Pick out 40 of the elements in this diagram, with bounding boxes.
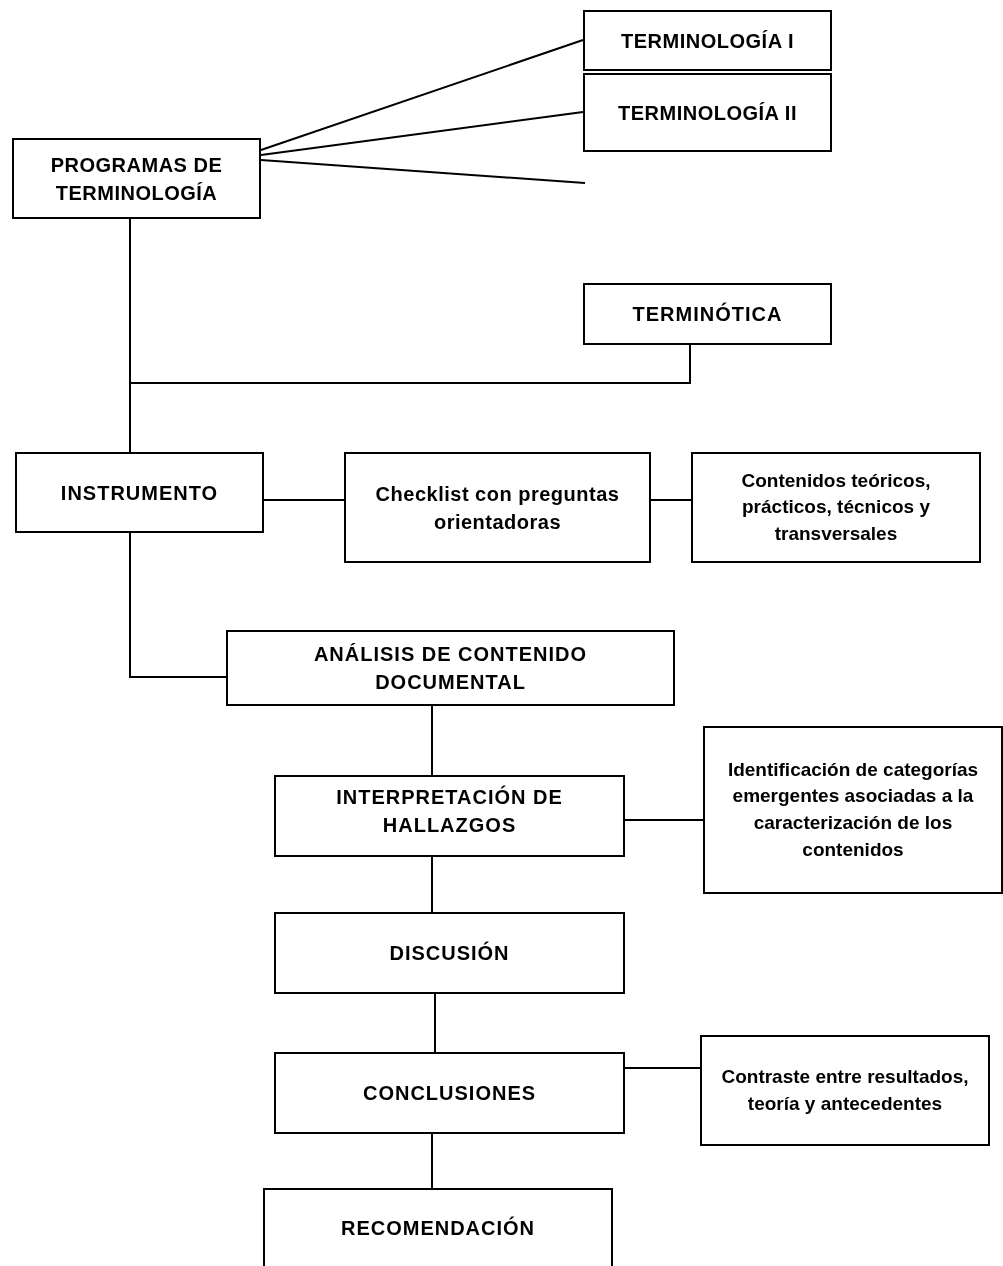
process-box	[274, 912, 625, 994]
connector-line	[650, 499, 692, 501]
process-box	[274, 1052, 625, 1134]
process-box	[700, 1035, 990, 1146]
box-label: INTERPRETACIÓN DE HALLAZGOS	[335, 784, 564, 838]
process-box	[226, 630, 675, 706]
process-box	[583, 73, 832, 152]
box-label: TERMINÓTICA	[632, 301, 783, 327]
box-label: ANÁLISIS DE CONTENIDO DOCUMENTAL	[312, 642, 589, 695]
box-label: Contraste entre resultados, teoría y antecedentes	[720, 1064, 970, 1116]
connector-line	[260, 159, 586, 184]
connector-line	[431, 705, 433, 776]
box-label: PROGRAMAS DE TERMINOLOGÍA	[49, 152, 224, 206]
connector-line	[260, 39, 584, 151]
connector-line	[260, 111, 584, 156]
process-box	[583, 10, 832, 71]
connector-line	[129, 532, 227, 678]
connector-line	[431, 1133, 433, 1189]
box-label: TERMINOLOGÍA I	[621, 28, 794, 54]
process-box	[15, 452, 264, 533]
connector-line	[434, 993, 436, 1053]
box-label: DISCUSIÓN	[389, 940, 510, 966]
process-box	[263, 1188, 613, 1266]
process-box	[274, 775, 625, 857]
box-label: CONCLUSIONES	[362, 1081, 537, 1106]
process-box	[583, 283, 832, 345]
box-label: Identificación de categorías emergentes asociadas a la caracterización de los contenidos	[726, 757, 980, 862]
process-box	[703, 726, 1003, 894]
process-box	[691, 452, 981, 563]
connector-line	[624, 819, 704, 821]
box-label: Contenidos teóricos, prácticos, técnicos y transversales	[740, 468, 932, 546]
process-box	[344, 452, 651, 563]
box-label: RECOMENDACIÓN	[340, 1215, 536, 1241]
box-label: Checklist con preguntas orientadoras	[374, 481, 621, 535]
connector-line	[431, 856, 433, 913]
process-box	[12, 138, 261, 219]
connector-line	[263, 499, 345, 501]
connector-line	[624, 1067, 701, 1069]
box-label: TERMINOLOGÍA II	[618, 100, 797, 126]
box-label: INSTRUMENTO	[60, 480, 219, 506]
